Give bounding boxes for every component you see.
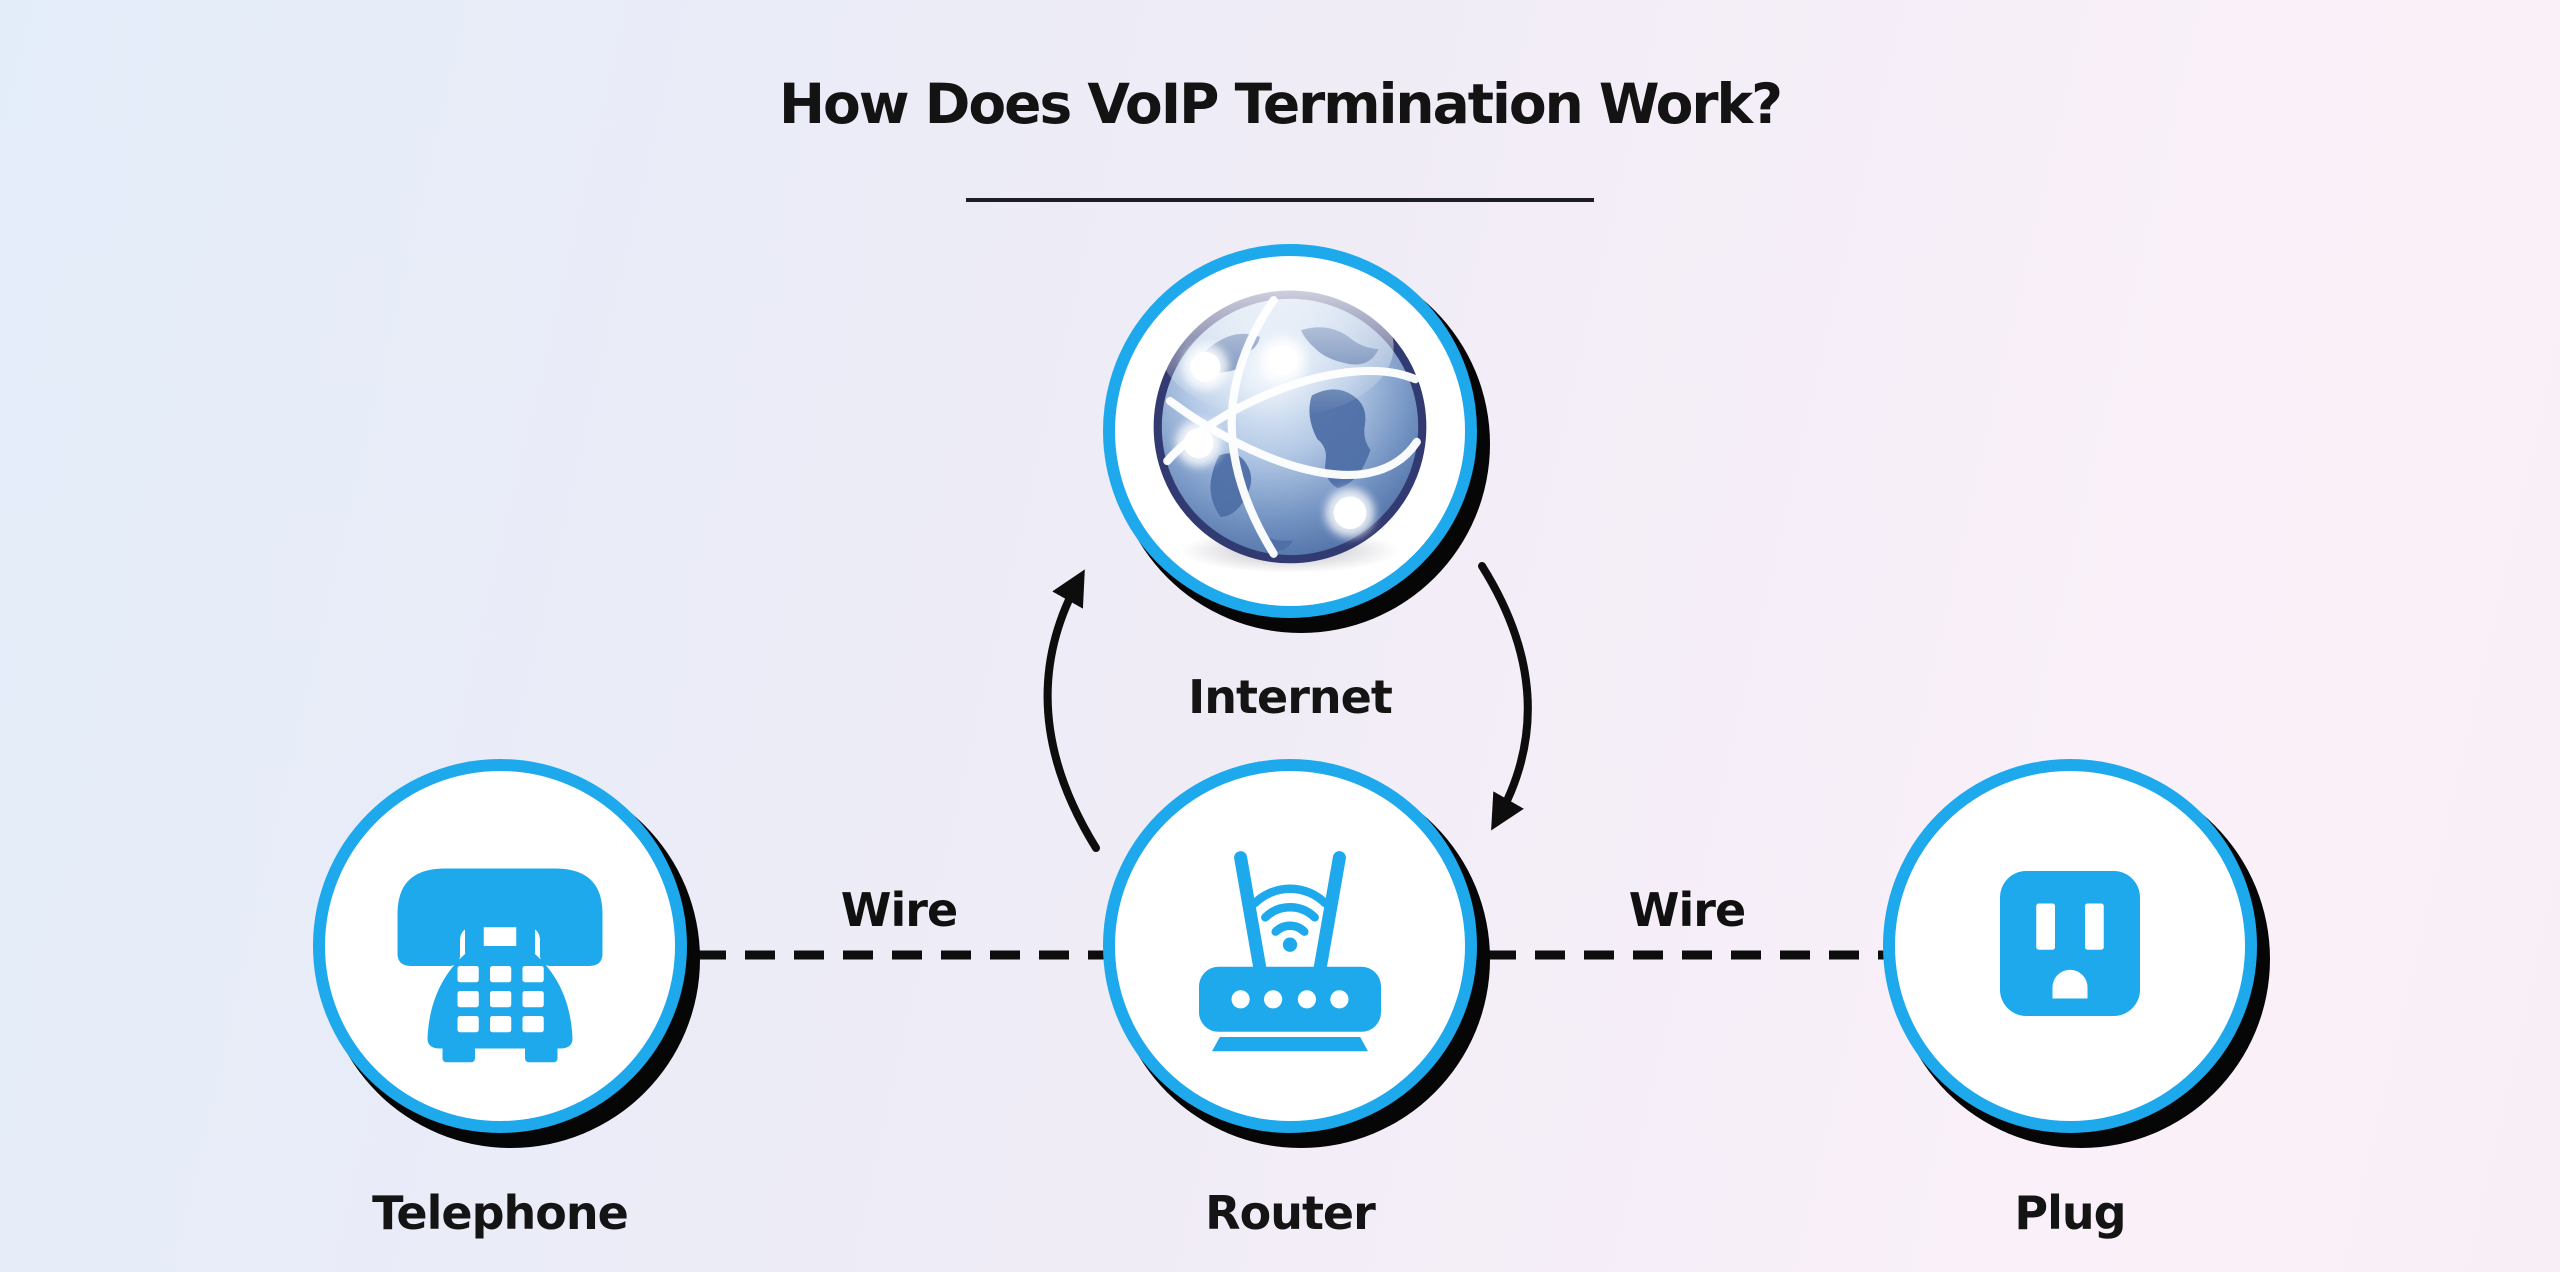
node-internet — [1103, 244, 1477, 618]
telephone-icon — [397, 868, 603, 1063]
wire-label-right: Wire — [1628, 883, 1746, 937]
router-wifi-waves — [1250, 884, 1330, 936]
node-plug — [1883, 759, 2257, 1133]
router-label: Router — [1205, 1186, 1376, 1240]
node-router — [1103, 759, 1477, 1133]
page-title: How Does VoIP Termination Work? — [778, 72, 1783, 136]
wifi-router-icon — [1199, 851, 1381, 1052]
router-antennas — [1234, 851, 1346, 976]
router-base — [1212, 1037, 1368, 1052]
telephone-keypad — [457, 966, 544, 1033]
router-body — [1199, 966, 1381, 1032]
internet-label: Internet — [1188, 670, 1393, 724]
node-telephone — [313, 759, 687, 1133]
globe-network-icon — [1153, 281, 1427, 573]
arrow-internet-to-router — [1478, 562, 1532, 831]
outlet-faceplate — [2000, 871, 2140, 1016]
title-underline — [966, 198, 1594, 202]
outlet-slots — [2036, 903, 2104, 999]
router-leds — [1231, 990, 1349, 1009]
outlet-ground-hole — [2052, 969, 2088, 999]
power-outlet-icon — [2000, 871, 2140, 1016]
router-wifi-dot — [1282, 937, 1298, 952]
globe-network-nodes — [1175, 336, 1375, 538]
telephone-label: Telephone — [372, 1186, 629, 1240]
wire-label-left: Wire — [840, 883, 958, 937]
arrow-router-to-internet — [1043, 569, 1100, 852]
plug-label: Plug — [2014, 1186, 2126, 1240]
telephone-glyph — [397, 868, 603, 1063]
